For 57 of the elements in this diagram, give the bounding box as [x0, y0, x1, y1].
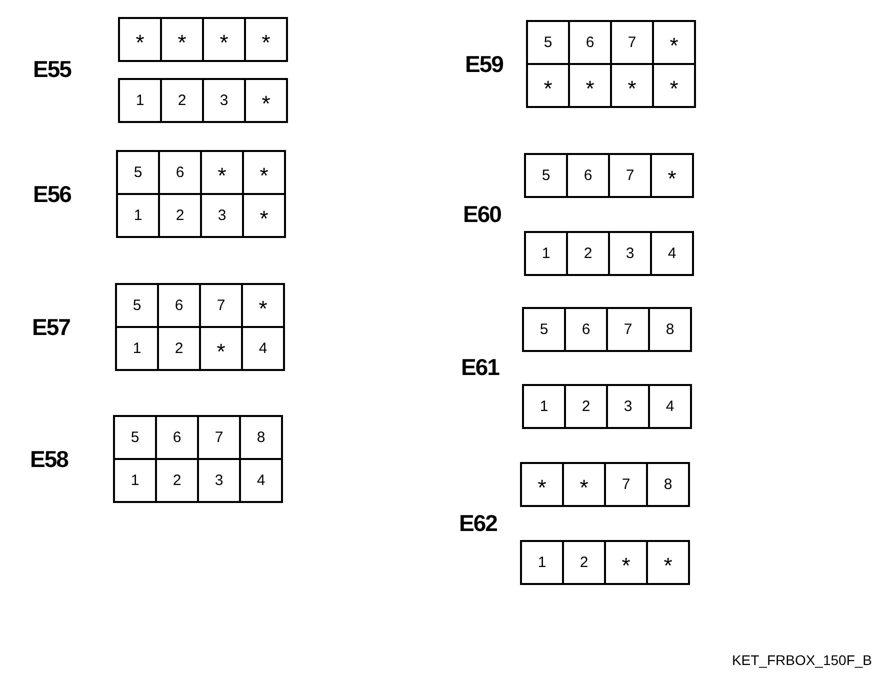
pin-cell: 1 [118, 78, 162, 123]
pin-cell: * [242, 150, 286, 195]
pin-cell: * [604, 540, 648, 585]
pin-cell: * [652, 20, 696, 65]
pin-cell: * [202, 17, 246, 62]
pin-cell: * [160, 17, 204, 62]
pin-cell: 6 [564, 307, 608, 352]
pin-cell: 2 [160, 78, 204, 123]
pin-cell: 3 [608, 231, 652, 276]
pin-cell: 2 [562, 540, 606, 585]
connector-label: E56 [33, 181, 71, 208]
pin-cell: * [244, 78, 288, 123]
pin-cell: 3 [606, 384, 650, 429]
pin-cell: 4 [239, 458, 283, 503]
pin-cell: 8 [648, 307, 692, 352]
pin-cell: * [652, 63, 696, 108]
pin-cell: 5 [116, 150, 160, 195]
pin-cell: * [526, 63, 570, 108]
pin-cell: * [241, 283, 285, 328]
pin-cell: 1 [520, 540, 564, 585]
pin-cell: 1 [524, 231, 568, 276]
pin-cell: 7 [608, 153, 652, 198]
pin-cell: 7 [604, 462, 648, 507]
pin-cell: 8 [646, 462, 690, 507]
connector-label: E58 [30, 446, 68, 473]
pin-cell: 2 [564, 384, 608, 429]
pin-cell: * [650, 153, 694, 198]
pin-cell: 1 [113, 458, 157, 503]
pin-cell: 4 [650, 231, 694, 276]
pin-cell: 4 [648, 384, 692, 429]
pin-cell: 4 [241, 326, 285, 371]
connector-label: E62 [459, 510, 497, 536]
pin-cell: 1 [115, 326, 159, 371]
pin-cell: 5 [524, 153, 568, 198]
connector-label: E59 [465, 51, 503, 78]
connector-label: E55 [33, 56, 71, 83]
pin-cell: 1 [116, 193, 160, 238]
pin-cell: * [520, 462, 564, 507]
pin-cell: * [562, 462, 606, 507]
pin-cell: 5 [113, 415, 157, 460]
pin-cell: 3 [202, 78, 246, 123]
pin-cell: 1 [522, 384, 566, 429]
pin-cell: 7 [606, 307, 650, 352]
connector-label: E60 [463, 200, 501, 228]
pin-cell: 8 [239, 415, 283, 460]
connector-label: E57 [32, 314, 70, 341]
pin-cell: * [118, 17, 162, 62]
pin-cell: 6 [566, 153, 610, 198]
pin-cell: * [646, 540, 690, 585]
pin-cell: * [242, 193, 286, 238]
pin-cell: 5 [522, 307, 566, 352]
pin-cell: * [244, 17, 288, 62]
pin-cell: 5 [115, 283, 159, 328]
figure-code: KET_FRBOX_150F_B [732, 652, 872, 668]
pin-cell: 5 [526, 20, 570, 65]
connector-label: E61 [461, 354, 499, 381]
pin-cell: 2 [566, 231, 610, 276]
